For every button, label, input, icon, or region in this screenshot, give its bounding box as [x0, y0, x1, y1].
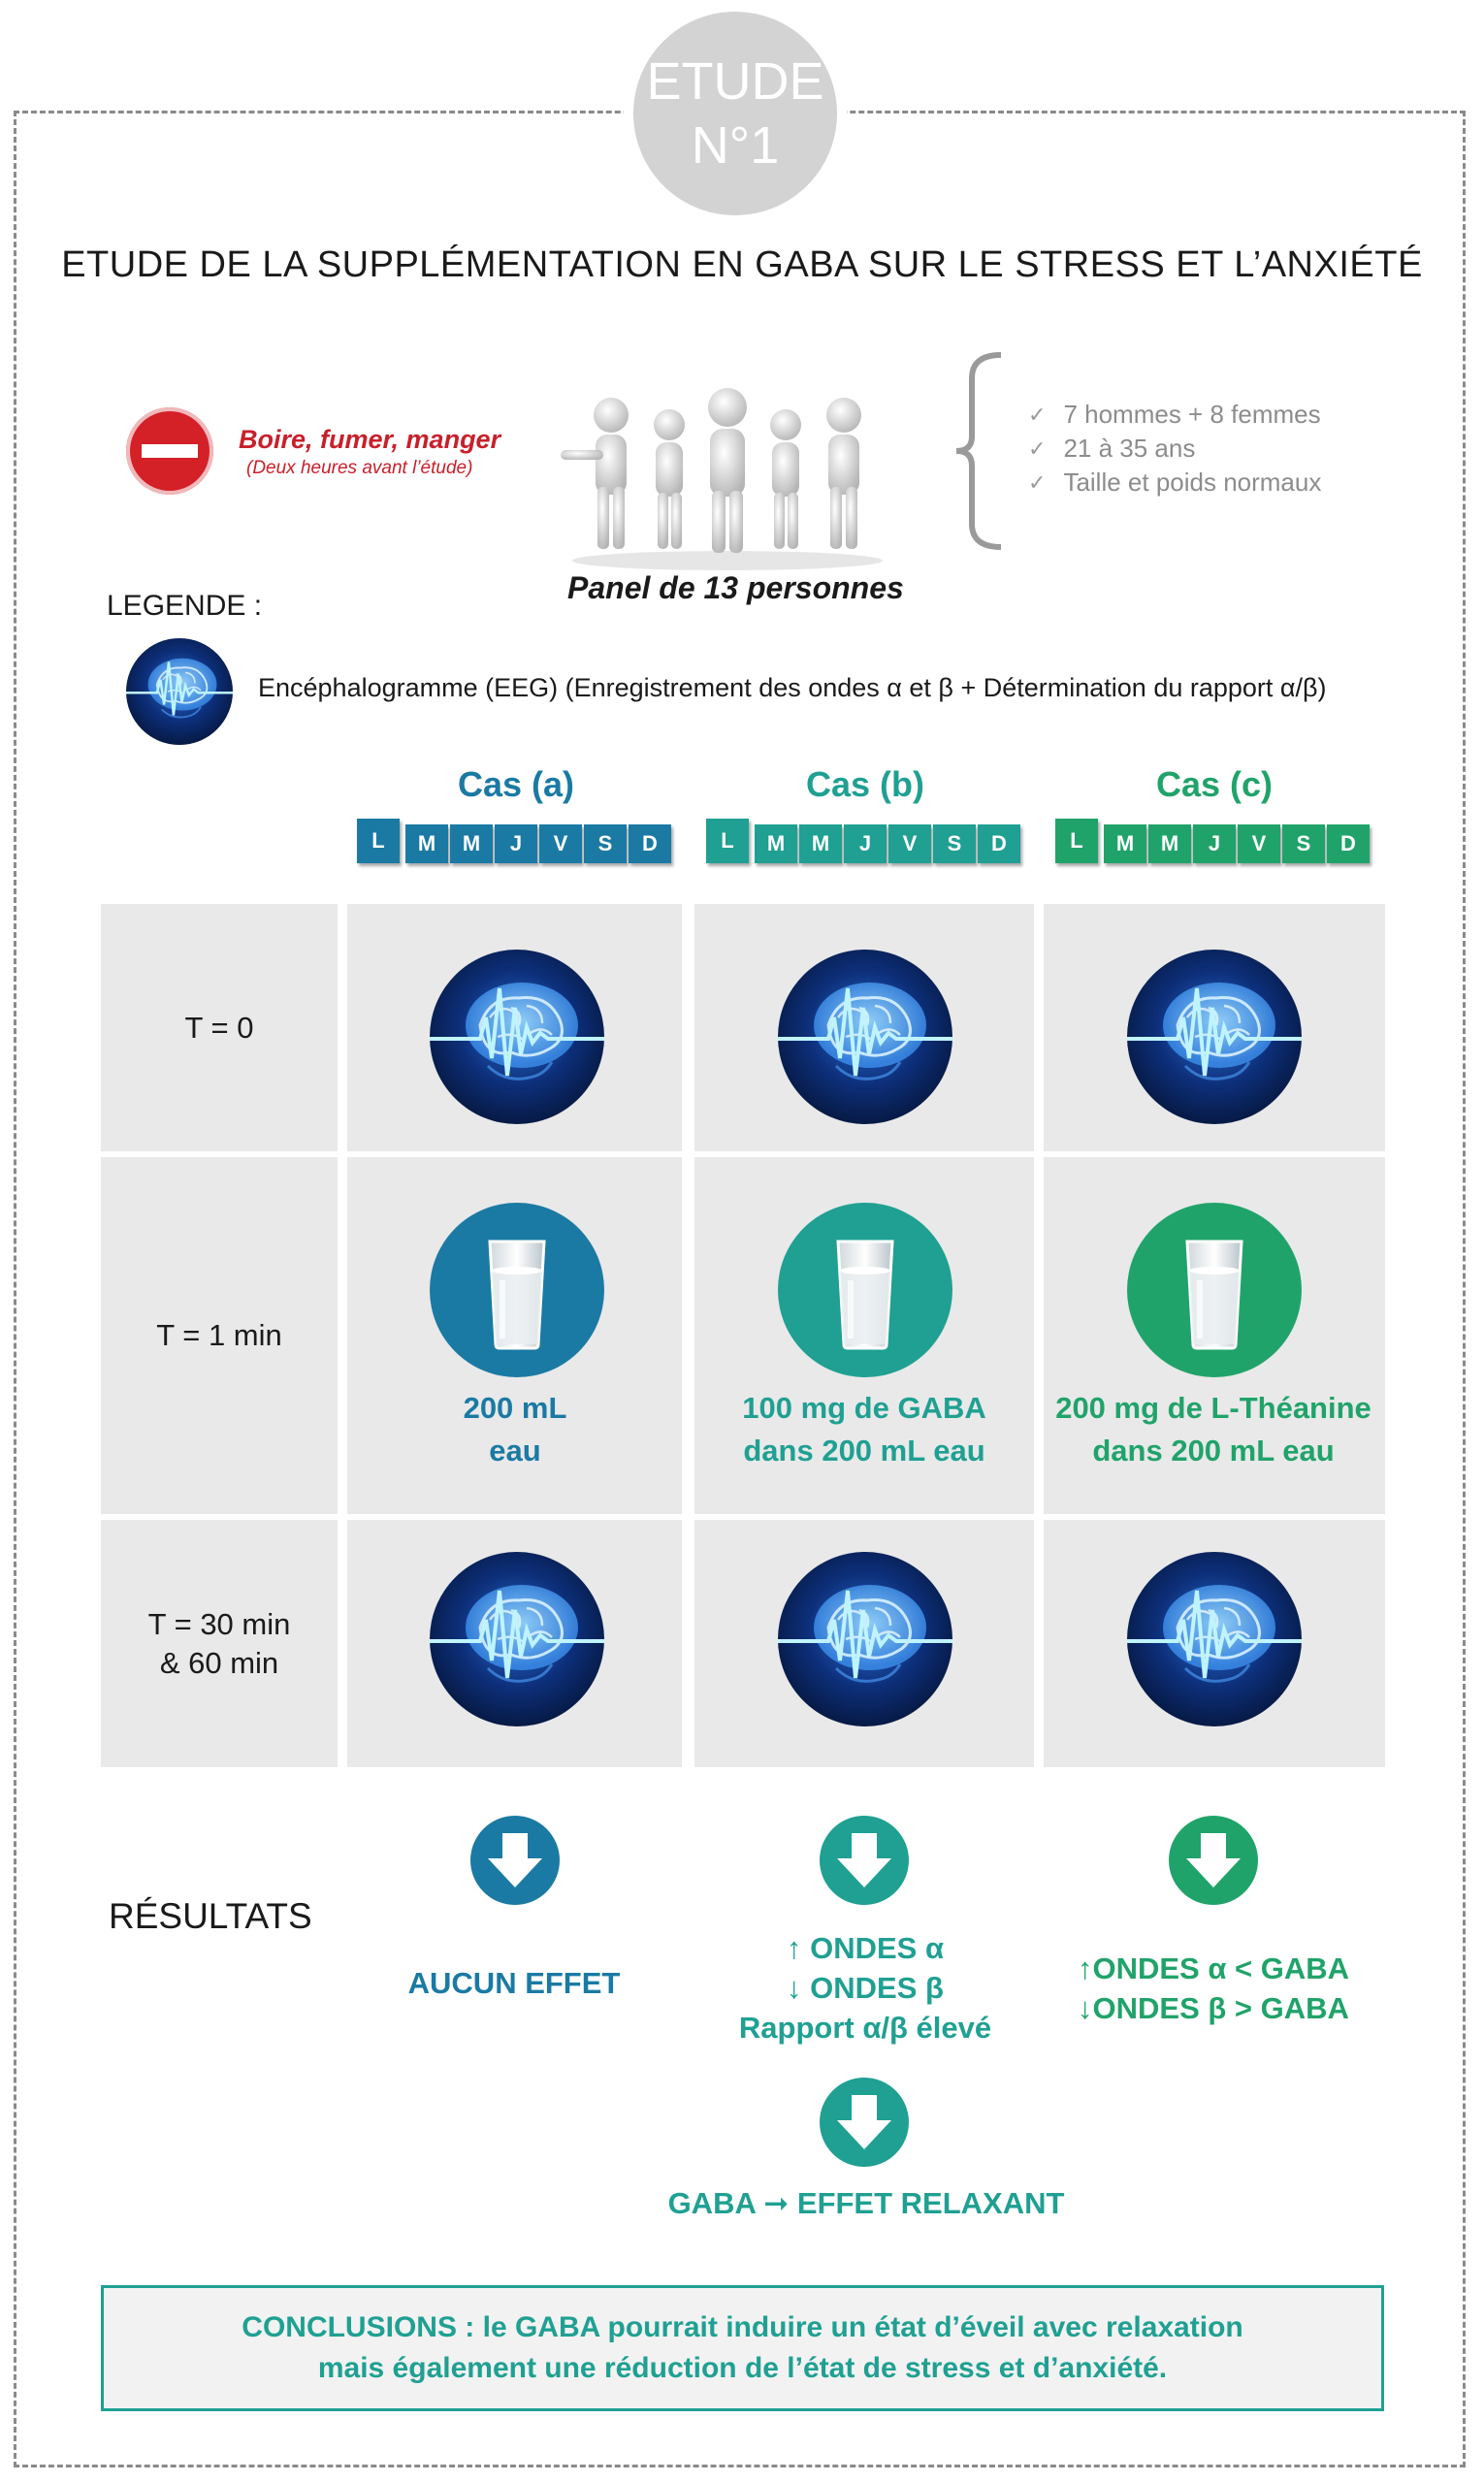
eeg-brain-icon	[126, 638, 233, 745]
eeg-brain-icon	[430, 1552, 604, 1726]
page-title: ETUDE DE LA SUPPLÉMENTATION EN GABA SUR …	[61, 244, 1423, 285]
criteria-item: ✓21 à 35 ans	[1028, 432, 1321, 466]
day-chip: J	[844, 824, 887, 863]
day-chip: D	[978, 824, 1020, 863]
eeg-brain-icon	[430, 950, 604, 1124]
gaba-glass-icon	[778, 1203, 952, 1377]
case-c-title: Cas (c)	[1155, 764, 1274, 804]
down-arrow-icon	[470, 1816, 560, 1905]
row-label-t0: T = 0	[101, 904, 338, 1151]
prohibition-text: Boire, fumer, manger	[239, 425, 501, 454]
check-icon: ✓	[1028, 403, 1047, 427]
day-chip: M	[405, 824, 448, 863]
day-chip: L	[706, 819, 749, 863]
day-chip: V	[888, 824, 931, 863]
down-arrow-icon	[820, 2078, 909, 2167]
prohibition-subtext: (Deux heures avant l’étude)	[246, 458, 473, 478]
row-label-t1: T = 1 min	[101, 1157, 338, 1514]
day-chip: M	[1104, 824, 1146, 863]
conclusion-box: CONCLUSIONS : le GABA pourrait induire u…	[101, 2285, 1384, 2411]
badge-line2: N°1	[691, 116, 780, 175]
people-group-icon	[561, 388, 883, 570]
day-chip: V	[1238, 824, 1280, 863]
day-chip: S	[1282, 824, 1325, 863]
no-entry-icon	[126, 407, 213, 495]
down-arrow-icon	[820, 1816, 909, 1905]
day-chip: D	[1327, 824, 1370, 863]
day-chip: M	[799, 824, 842, 863]
criteria-item: ✓Taille et poids normaux	[1028, 466, 1321, 500]
study-badge: ETUDE N°1	[624, 2, 847, 225]
day-chip: M	[450, 824, 493, 863]
badge-line1: ETUDE	[646, 52, 824, 111]
day-chip: M	[1148, 824, 1191, 863]
conclusion-line1: CONCLUSIONS : le GABA pourrait induire u…	[242, 2311, 1243, 2343]
eeg-brain-icon	[1127, 1552, 1302, 1726]
day-chip: L	[357, 819, 400, 863]
legend-title: LEGENDE :	[107, 590, 263, 622]
check-icon: ✓	[1028, 470, 1047, 495]
final-effect-text: GABA ➞ EFFET RELAXANT	[667, 2186, 1065, 2220]
legend-eeg-text: Encéphalogramme (EEG) (Enregistrement de…	[258, 673, 1327, 702]
check-icon: ✓	[1028, 436, 1047, 461]
day-chip: J	[1193, 824, 1236, 863]
day-chip: M	[755, 824, 797, 863]
day-chip: V	[539, 824, 582, 863]
case-b-title: Cas (b)	[805, 764, 924, 804]
criteria-item: ✓7 hommes + 8 femmes	[1028, 398, 1321, 432]
eeg-brain-icon	[1127, 950, 1302, 1124]
eeg-brain-icon	[778, 1552, 952, 1726]
down-arrow-icon	[1169, 1816, 1258, 1905]
result-c: ↑ONDES α < GABA↓ONDES β > GABA	[1077, 1951, 1349, 2025]
day-chip: S	[933, 824, 976, 863]
conclusion-line2: mais également une réduction de l’état d…	[317, 2352, 1168, 2384]
theanine-glass-icon	[1127, 1203, 1302, 1377]
panel-criteria-list: ✓7 hommes + 8 femmes ✓21 à 35 ans ✓Taill…	[1028, 398, 1321, 500]
day-chip: J	[495, 824, 537, 863]
eeg-brain-icon	[778, 950, 952, 1124]
results-label: RÉSULTATS	[109, 1896, 312, 1936]
result-a: AUCUN EFFET	[407, 1966, 621, 2000]
water-glass-icon	[430, 1203, 604, 1377]
day-chip: L	[1055, 819, 1098, 863]
brace-icon	[955, 352, 1002, 550]
day-chip: S	[584, 824, 627, 863]
case-a-title: Cas (a)	[457, 764, 575, 804]
panel-label: Panel de 13 personnes	[567, 570, 904, 605]
day-chip: D	[629, 824, 671, 863]
row-label-t30: T = 30 min& 60 min	[101, 1520, 338, 1767]
